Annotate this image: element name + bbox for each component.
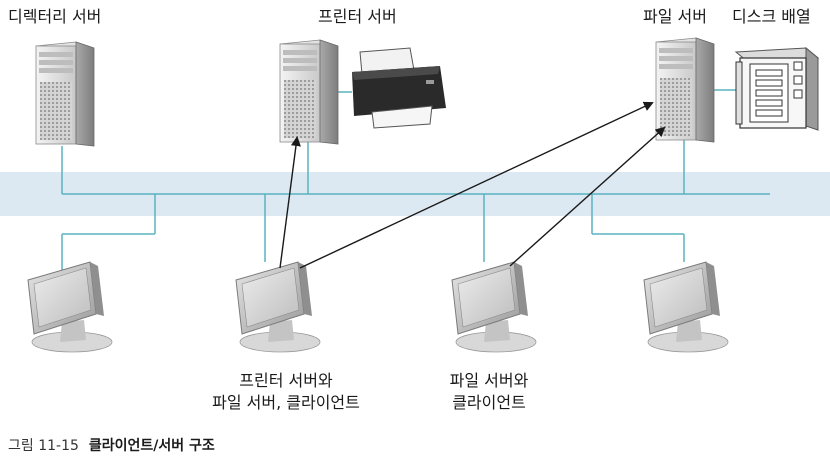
printer-server-icon: [279, 39, 339, 145]
client-printer-file-label: 프린터 서버와 파일 서버, 클라이언트: [186, 370, 386, 414]
client-printer-file-label-line1: 프린터 서버와: [239, 371, 333, 390]
figure-number: 그림 11-15: [8, 438, 79, 454]
client-3-monitor-icon: [451, 261, 537, 353]
directory-server-label: 디렉터리 서버: [8, 7, 102, 26]
disk-array-label: 디스크 배열: [732, 7, 811, 26]
client-1-monitor-icon: [27, 261, 113, 353]
client-4-monitor-icon: [643, 261, 729, 353]
figure-title: 클라이언트/서버 구조: [88, 438, 215, 454]
file-server-icon: [655, 37, 715, 143]
arrow-client3-to-file-server: [509, 126, 666, 267]
arrow-client2-to-file-server: [299, 101, 654, 269]
client-file-label-line1: 파일 서버와: [449, 371, 529, 390]
printer-server-label: 프린터 서버: [318, 7, 397, 26]
printer-icon: [352, 47, 446, 129]
figure-caption: 그림 11-15 클라이언트/서버 구조: [8, 436, 215, 456]
client-file-label: 파일 서버와 클라이언트: [424, 370, 554, 414]
client-printer-file-label-line2: 파일 서버, 클라이언트: [212, 393, 360, 412]
disk-array-icon: [734, 46, 820, 131]
arrow-client2-to-printer-server: [279, 136, 301, 269]
client-2-monitor-icon: [235, 261, 321, 353]
client-file-label-line2: 클라이언트: [452, 393, 526, 412]
file-server-label: 파일 서버: [643, 7, 707, 26]
request-arrows: [279, 101, 666, 269]
directory-server-icon: [35, 41, 95, 147]
